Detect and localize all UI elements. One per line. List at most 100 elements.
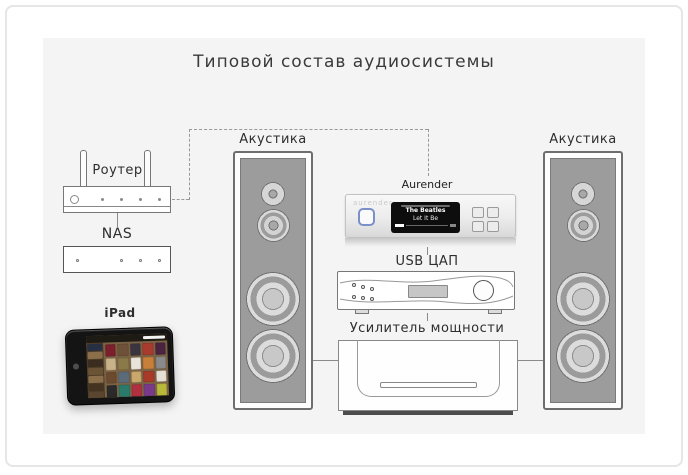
amplifier-label: Усилитель мощности <box>349 321 505 336</box>
aurender-button <box>487 207 499 218</box>
aurender-display-track: Let It Be <box>412 215 439 222</box>
album-cover <box>105 357 117 370</box>
aurender-display: The Beatles Let It Be <box>391 202 460 233</box>
album-cover <box>130 357 142 370</box>
dac-button-dot <box>352 295 356 299</box>
album-cover <box>117 343 129 356</box>
router-port-dot <box>139 198 142 201</box>
aurender-display-statusline <box>401 205 450 207</box>
aurender-device: aurender The Beatles Let It Be <box>345 194 516 238</box>
woofer-driver <box>556 329 610 383</box>
dac-front-contours <box>339 275 514 305</box>
midrange-driver <box>566 209 600 242</box>
progress-line <box>406 225 448 226</box>
router-nas-link <box>117 213 118 227</box>
usb-dac-device <box>337 271 515 314</box>
dac-foot <box>355 309 369 314</box>
dac-button-dot <box>370 297 374 301</box>
ipad-home-button <box>72 363 80 370</box>
ipad-album-grid <box>103 340 170 399</box>
album-cover <box>106 385 118 398</box>
router-port-dot <box>120 198 123 201</box>
aurender-logo: aurender <box>353 199 393 207</box>
sidebar-item <box>87 351 103 360</box>
tweeter-driver <box>571 182 595 206</box>
router-port-dot <box>101 198 104 201</box>
dac-button-dot <box>361 285 365 289</box>
dac-foot <box>488 309 502 314</box>
aurender-button <box>472 221 484 232</box>
aurender-display-artist: The Beatles <box>405 207 446 214</box>
ipad-search-field <box>142 335 166 340</box>
album-cover <box>155 369 167 382</box>
speaker-right <box>543 151 623 410</box>
amplifier-faceplate <box>357 340 500 397</box>
sidebar-item <box>87 343 103 352</box>
aurender-power-button <box>358 208 375 226</box>
woofer-driver <box>246 329 300 383</box>
album-cover <box>105 344 117 357</box>
album-cover <box>143 370 155 383</box>
album-cover <box>156 383 168 396</box>
speaker-left <box>233 151 313 410</box>
nas-device <box>63 246 171 273</box>
nas-label: NAS <box>101 226 133 242</box>
album-cover <box>155 356 167 369</box>
sidebar-item <box>88 367 104 376</box>
aurender-reflection <box>345 238 516 247</box>
album-cover <box>142 356 154 369</box>
router-base-strip <box>64 206 170 207</box>
progress-time <box>450 224 456 227</box>
ipad-device <box>64 326 176 406</box>
ipad-label: iPad <box>104 306 136 320</box>
album-cover <box>131 384 143 397</box>
speaker-left-front <box>240 158 306 403</box>
dac-button-dot <box>361 296 365 300</box>
dashed-link-left-vertical <box>189 129 190 200</box>
amplifier-base <box>343 411 513 415</box>
ipad-app-sidebar <box>86 342 106 399</box>
router-antenna-right <box>144 150 151 189</box>
link-dac-amplifier <box>427 313 428 321</box>
sidebar-item <box>88 391 105 399</box>
aurender-progress-bar <box>395 224 456 227</box>
sidebar-item <box>88 383 104 392</box>
speaker-right-label: Акустика <box>549 132 617 147</box>
nas-led <box>139 259 142 262</box>
dashed-link-right-vertical <box>428 129 429 176</box>
nas-led <box>120 259 123 262</box>
dac-display <box>408 285 448 298</box>
cable-amp-to-right-speaker <box>518 360 543 361</box>
album-cover <box>106 371 117 384</box>
ipad-screen <box>85 333 170 399</box>
dac-button-dot <box>370 287 374 291</box>
album-cover <box>130 370 142 383</box>
cable-amp-to-left-speaker <box>313 360 338 361</box>
album-cover <box>119 384 130 398</box>
album-cover <box>143 384 155 397</box>
dashed-link-router-stub <box>172 199 189 200</box>
woofer-driver <box>246 272 300 326</box>
album-cover <box>118 357 129 370</box>
speaker-right-front <box>550 158 616 403</box>
sidebar-item <box>88 375 104 384</box>
router-device <box>63 186 171 213</box>
dac-button-dot <box>352 283 356 287</box>
dashed-link-horizontal <box>189 129 428 130</box>
nas-led <box>158 259 161 262</box>
aurender-label: Aurender <box>401 178 453 191</box>
dac-volume-knob <box>473 280 494 301</box>
progress-elapsed <box>395 224 404 227</box>
nas-led <box>76 259 79 262</box>
album-cover <box>142 342 154 355</box>
router-port-dot <box>158 198 161 201</box>
woofer-driver <box>556 272 610 326</box>
amplifier-slot <box>380 382 477 388</box>
album-cover <box>154 342 166 355</box>
router-antenna-left <box>80 150 87 189</box>
diagram-title: Типовой состав аудиосистемы <box>193 52 495 72</box>
aurender-button <box>472 207 484 218</box>
usb-dac-label: USB ЦАП <box>395 254 459 269</box>
midrange-driver <box>256 209 290 242</box>
tweeter-driver <box>261 182 285 206</box>
